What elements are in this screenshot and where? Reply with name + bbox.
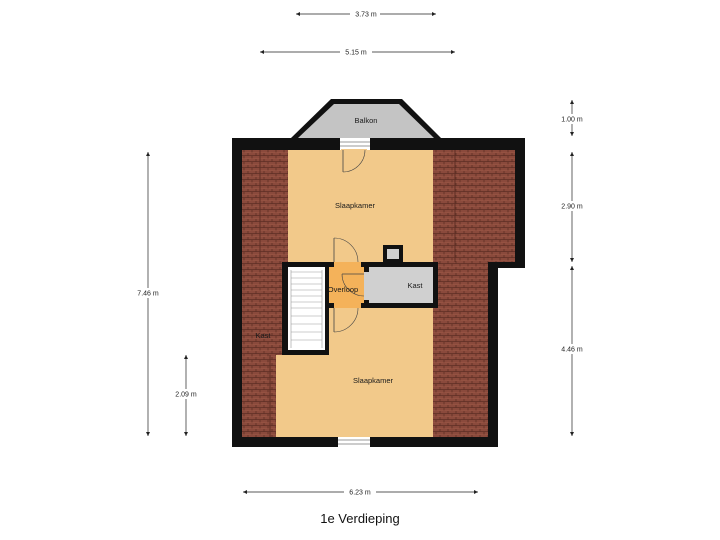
dimension-label-top-outer: 5.15 m <box>345 50 367 57</box>
dimension-right-lower: 4.46 m <box>556 266 588 436</box>
dimension-right-balcony: 1.00 m <box>556 100 588 136</box>
dimension-label-left-partial: 2.09 m <box>175 392 197 399</box>
floor-title: 1e Verdieping <box>320 511 400 526</box>
window-top <box>340 138 370 150</box>
dimension-left-partial: 2.09 m <box>170 355 202 436</box>
room-label-bedroom-top: Slaapkamer <box>335 201 376 210</box>
room-label-storage-right: Kast <box>407 281 423 290</box>
room-label-landing: Overloop <box>328 285 358 294</box>
room-label-storage-left: Kast <box>255 331 271 340</box>
dimension-left-total: 7.46 m <box>132 152 164 436</box>
dimension-label-right-upper: 2.90 m <box>561 204 583 211</box>
dimension-label-right-lower: 4.46 m <box>561 347 583 354</box>
dimension-right-upper: 2.90 m <box>556 152 588 262</box>
window-bottom <box>338 437 370 447</box>
dimension-label-bottom: 6.23 m <box>349 490 371 497</box>
balcony <box>291 99 441 138</box>
door-storage <box>341 272 369 300</box>
roof-tiles <box>242 150 515 437</box>
dimension-label-left-total: 7.46 m <box>137 291 159 298</box>
room-label-balcony: Balkon <box>355 116 378 125</box>
dimension-top-inner: 3.73 m <box>296 9 436 19</box>
dimension-label-right-balcony: 1.00 m <box>561 117 583 124</box>
storage-right <box>369 267 433 303</box>
door-bedroom-top <box>333 237 361 267</box>
door-bedroom-bottom <box>333 303 361 333</box>
room-label-bedroom-bottom: Slaapkamer <box>353 376 394 385</box>
door-balcony <box>341 149 367 173</box>
staircase <box>288 267 325 350</box>
dimension-top-outer: 5.15 m <box>260 47 455 57</box>
bedroom-top <box>288 150 433 262</box>
landing <box>329 267 364 303</box>
dimension-bottom: 6.23 m <box>243 487 478 497</box>
dimension-label-top-inner: 3.73 m <box>355 12 377 19</box>
